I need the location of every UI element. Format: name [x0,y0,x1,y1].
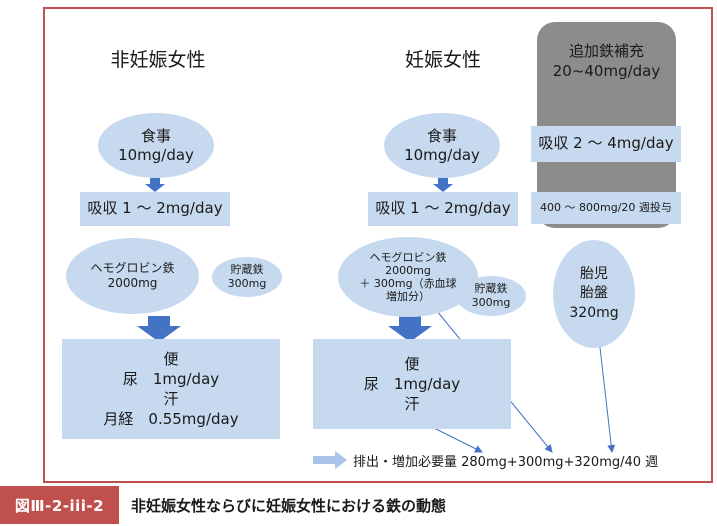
supplement-header: 追加鉄補充 20~40mg/day [537,42,676,81]
left-hemoglobin-ellipse: ヘモグロビン鉄 2000mg [66,238,199,314]
left-hemoglobin-label: ヘモグロビン鉄 [90,261,175,275]
supplement-total-text: 400 ～ 800mg/20 週投与 [540,200,672,214]
right-excretion-box: 便 尿 1mg/day 汗 [313,339,511,429]
right-heading: 妊娠女性 [404,49,481,71]
left-absorption-text: 吸収 1 ～ 2mg/day [87,199,223,218]
summary-text: 排出・増加必要量 280mg+300mg+320mg/40 週 [353,455,659,470]
supplement-dose: 20~40mg/day [552,61,661,80]
left-storage-amount: 300mg [227,277,267,290]
left-excretion-line-1: 便 [163,349,179,368]
connector-fetus [597,329,616,453]
left-storage-label: 貯蔵鉄 [230,263,264,277]
right-meal-amount: 10mg/day [404,145,480,164]
fetus-amount: 320mg [569,304,619,321]
left-excretion-box: 便 尿 1mg/day 汗 月経 0.55mg/day [62,339,280,439]
right-hemoglobin-ellipse: ヘモグロビン鉄 2000mg ＋ 300mg（赤血球 増加分） [338,237,478,317]
right-excretion-line-1: 便 [404,354,420,373]
figure-number: 図Ⅲ-2-iii-2 [0,486,119,524]
right-meal-ellipse: 食事 10mg/day [384,113,500,178]
summary-arrow [313,451,347,469]
right-hemoglobin-increase: ＋ 300mg（赤血球 [359,277,457,290]
left-excretion-line-2: 尿 1mg/day [122,369,220,388]
right-excretion-line-3: 汗 [404,395,420,414]
left-meal-amount: 10mg/day [118,145,194,164]
right-storage-label: 貯蔵鉄 [474,282,508,296]
supplement-total-box: 400 ～ 800mg/20 週投与 [531,192,681,224]
right-hemoglobin-increase-note: 増加分） [386,290,430,304]
left-excretion-line-3: 汗 [163,390,179,408]
left-meal-ellipse: 食事 10mg/day [98,113,214,178]
left-meal-label: 食事 [140,126,171,145]
figure-caption: 図Ⅲ-2-iii-2 非妊娠女性ならびに妊娠女性における鉄の動態 [0,483,717,526]
figure-title: 非妊娠女性ならびに妊娠女性における鉄の動態 [131,496,447,515]
right-meal-label: 食事 [426,126,457,145]
supplement-absorption-box: 吸収 2 ～ 4mg/day [531,126,681,162]
right-absorption-text: 吸収 1 ～ 2mg/day [375,199,511,218]
left-big-arrow [137,316,181,342]
right-small-arrow [433,178,453,192]
supplement-title: 追加鉄補充 [568,42,644,60]
fetus-ellipse: 胎児 胎盤 320mg [553,240,635,348]
left-small-arrow [145,178,165,192]
right-storage-ellipse: 貯蔵鉄 300mg [456,276,526,316]
supplement-absorption-text: 吸収 2 ～ 4mg/day [538,134,674,153]
fetus-label: 胎児 [580,265,608,282]
placenta-label: 胎盤 [580,285,608,302]
right-storage-amount: 300mg [471,296,511,309]
right-hemoglobin-label: ヘモグロビン鉄 [369,250,447,264]
left-absorption-box: 吸収 1 ～ 2mg/day [80,192,230,226]
left-hemoglobin-amount: 2000mg [107,276,158,290]
right-hemoglobin-amount: 2000mg [385,263,431,277]
left-excretion-line-4: 月経 0.55mg/day [103,410,239,429]
right-excretion-line-2: 尿 1mg/day [363,374,461,393]
right-big-arrow [388,316,432,342]
left-heading: 非妊娠女性 [110,49,206,71]
left-storage-ellipse: 貯蔵鉄 300mg [212,257,282,297]
right-absorption-box: 吸収 1 ～ 2mg/day [368,192,518,226]
